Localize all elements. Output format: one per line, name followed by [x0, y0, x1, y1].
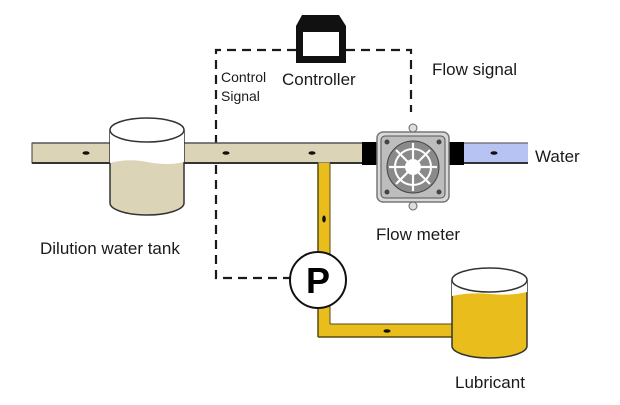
flow-direction-icon	[82, 151, 90, 155]
control-signal-line	[214, 48, 296, 280]
control-signal-label-line1: Control	[221, 69, 266, 85]
signal-lines	[214, 48, 413, 280]
flow-direction-icon	[322, 215, 326, 223]
flow-direction-icon	[222, 151, 230, 155]
pump-symbol: P	[306, 260, 330, 301]
flow-direction-icon	[308, 151, 316, 155]
controller-icon	[296, 15, 346, 63]
flow-meter-icon	[376, 123, 450, 211]
pump-icon: P	[289, 251, 347, 309]
main-pipe	[31, 142, 365, 164]
controller-label: Controller	[282, 70, 356, 89]
flow-direction-icon	[490, 151, 498, 155]
water-pipe	[462, 142, 528, 164]
flow-signal-label: Flow signal	[432, 60, 517, 79]
dilution-tank-icon	[109, 117, 185, 216]
water-label: Water	[535, 147, 580, 166]
flow-signal-line	[346, 48, 413, 112]
dilution-tank-label: Dilution water tank	[40, 239, 180, 258]
flow-meter-label: Flow meter	[376, 225, 460, 244]
lubricant-label: Lubricant	[455, 373, 525, 392]
control-signal-label-line2: Signal	[221, 88, 260, 104]
lubricant-tank-icon	[451, 267, 528, 359]
flow-direction-icon	[383, 329, 391, 333]
